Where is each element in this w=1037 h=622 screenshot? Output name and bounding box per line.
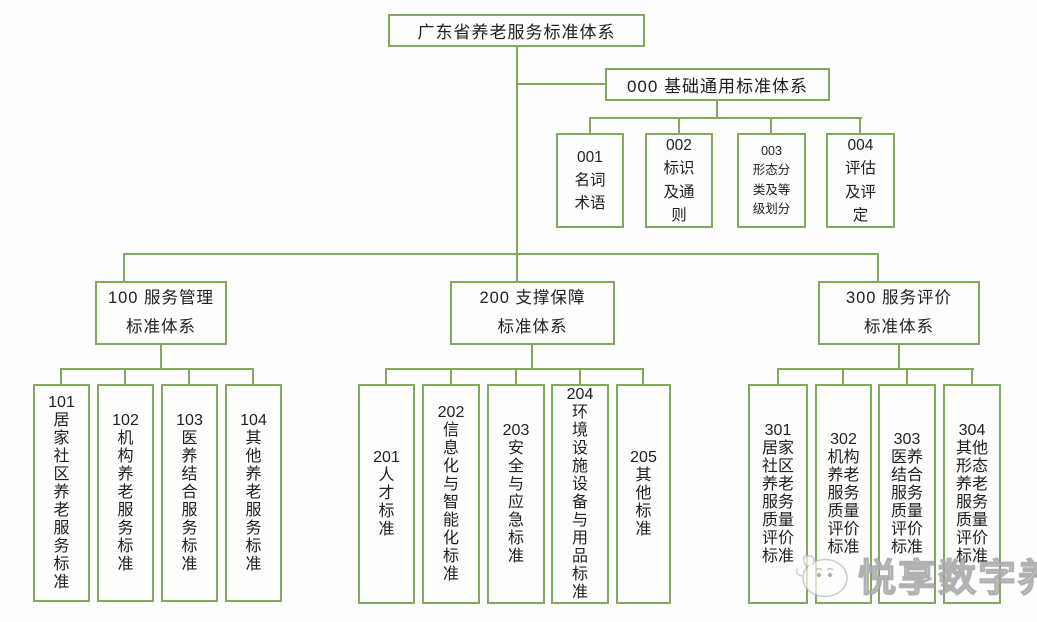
connector-drop-203 (515, 368, 517, 385)
connector-300-splitter (777, 368, 974, 370)
connector-drop-001 (589, 117, 591, 134)
node-002: 002 标识 及通 则 (645, 133, 713, 228)
node-201: 201 人 才 标 准 (358, 384, 415, 604)
node-204: 204 环 境 设 施 设 备 与 用 品 标 准 (551, 384, 609, 604)
node-205: 205 其 他 标 准 (616, 384, 671, 604)
connector-drop-101 (60, 368, 62, 385)
connector-drop-104 (252, 368, 254, 385)
connector-trunk (516, 47, 518, 255)
connector-300-stem (898, 345, 900, 369)
node-102: 102 机 构 养 老 服 务 标 准 (97, 384, 154, 602)
node-101: 101 居 家 社 区 养 老 服 务 标 准 (33, 384, 90, 602)
connector-200-splitter (385, 368, 644, 370)
connector-drop-202 (450, 368, 452, 385)
node-300: 300 服务评价 标准体系 (818, 281, 980, 345)
node-100: 100 服务管理 标准体系 (95, 281, 227, 345)
connector-drop-304 (971, 368, 973, 385)
connector-drop-003 (770, 117, 772, 134)
node-304: 304 其他 形态 养老 服务 质量 评价 标准 (943, 384, 1001, 604)
connector-drop-204 (579, 368, 581, 385)
node-303: 303 医养 结合 服务 质量 评价 标准 (878, 384, 936, 604)
connector-drop-301 (777, 368, 779, 385)
connector-drop-002 (678, 117, 680, 134)
node-301: 301 居家 社区 养老 服务 质量 评价 标准 (748, 384, 808, 604)
node-200: 200 支撑保障 标准体系 (450, 281, 615, 345)
connector-000-stem (716, 101, 718, 118)
node-203: 203 安 全 与 应 急 标 准 (487, 384, 545, 604)
node-003: 003 形态分 类及等 级划分 (737, 133, 806, 228)
node-104: 104 其 他 养 老 服 务 标 准 (225, 384, 282, 602)
connector-drop-201 (385, 368, 387, 385)
connector-drop-103 (188, 368, 190, 385)
connector-drop-205 (642, 368, 644, 385)
connector-main-splitter (123, 253, 879, 255)
connector-100-splitter (60, 368, 254, 370)
connector-drop-300 (877, 253, 879, 282)
connector-100-stem (160, 345, 162, 369)
connector-drop-200 (516, 253, 518, 282)
node-004: 004 评估 及评 定 (826, 133, 895, 228)
connector-drop-004 (859, 117, 861, 134)
connector-000-splitter (589, 117, 862, 119)
node-000: 000 基础通用标准体系 (605, 68, 830, 101)
connector-branch-000 (517, 83, 606, 85)
node-202: 202 信 息 化 与 智 能 化 标 准 (422, 384, 480, 604)
connector-drop-303 (906, 368, 908, 385)
node-root: 广东省养老服务标准体系 (388, 14, 645, 47)
connector-drop-100 (123, 253, 125, 282)
connector-drop-102 (124, 368, 126, 385)
node-103: 103 医 养 结 合 服 务 标 准 (161, 384, 218, 602)
node-001: 001 名词 术语 (556, 133, 624, 228)
connector-200-stem (531, 345, 533, 369)
connector-drop-302 (842, 368, 844, 385)
node-302: 302 机构 养老 服务 质量 评价 标准 (815, 384, 872, 604)
